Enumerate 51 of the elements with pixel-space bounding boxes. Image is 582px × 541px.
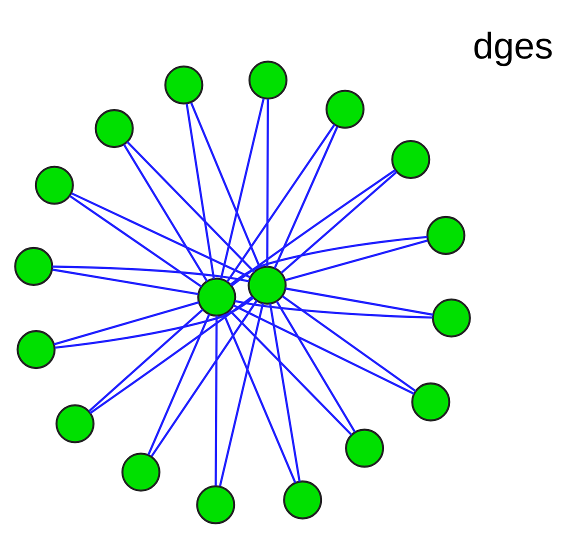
- node-circle: [391, 140, 430, 179]
- node-circle: [248, 265, 287, 304]
- connector: [147, 314, 210, 455]
- connector: [52, 265, 250, 282]
- connector: [186, 103, 215, 278]
- connector: [276, 300, 356, 432]
- connector: [126, 140, 255, 272]
- node-circle: [14, 246, 54, 286]
- node-circle: [94, 108, 134, 148]
- connector: [223, 313, 296, 483]
- node-circle: [197, 277, 236, 316]
- connector: [190, 102, 261, 268]
- connector: [274, 126, 338, 268]
- connector: [285, 286, 434, 316]
- connector: [88, 308, 204, 412]
- node-circle: [411, 382, 450, 421]
- node-circle: [121, 452, 160, 492]
- connector: [214, 315, 218, 486]
- connector: [226, 123, 336, 282]
- connector: [280, 170, 398, 274]
- connector: [150, 300, 258, 456]
- node-circle: [16, 330, 56, 369]
- connector: [231, 168, 396, 286]
- connector: [69, 194, 202, 287]
- connector: [232, 304, 414, 394]
- connector: [220, 98, 265, 278]
- connector: [123, 144, 208, 282]
- connector: [90, 296, 253, 414]
- connector: [282, 294, 416, 392]
- node-circle: [426, 215, 466, 254]
- connector: [284, 239, 428, 281]
- connector: [52, 268, 198, 295]
- connector: [234, 299, 433, 318]
- node-circle: [164, 65, 204, 104]
- node-circle: [34, 165, 74, 204]
- node-circle: [248, 60, 288, 100]
- node-circle: [196, 484, 236, 524]
- node-circle: [283, 480, 322, 519]
- node-circle: [326, 89, 365, 128]
- connector: [71, 192, 251, 278]
- connector: [269, 302, 301, 482]
- connector: [266, 98, 269, 266]
- connector: [54, 300, 200, 345]
- node-circle: [432, 298, 471, 338]
- label: dges: [472, 24, 554, 66]
- connector: [230, 235, 428, 286]
- connector: [54, 296, 254, 348]
- connector: [218, 302, 264, 486]
- node-circle: [56, 404, 95, 443]
- connector: [229, 309, 352, 436]
- node-circle: [345, 428, 384, 468]
